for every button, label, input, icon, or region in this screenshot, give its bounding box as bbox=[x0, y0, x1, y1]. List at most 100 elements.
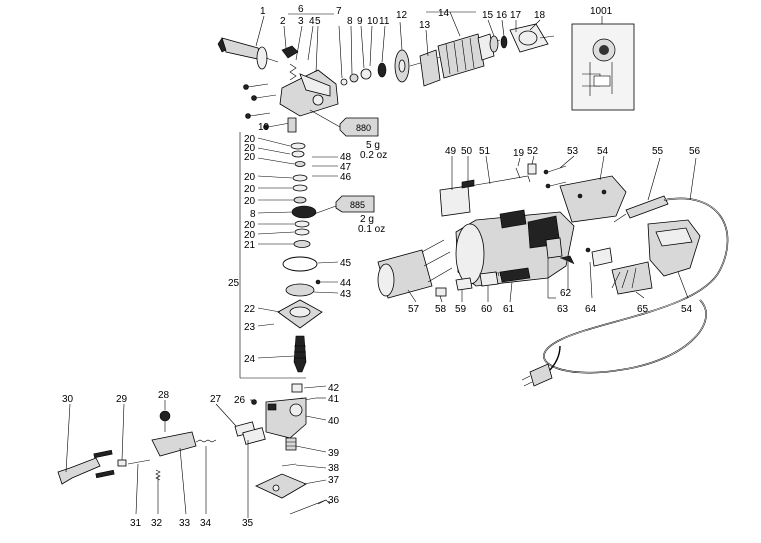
grease-880-imperial: 0.2 oz bbox=[360, 150, 387, 161]
callout-25: 25 bbox=[228, 278, 240, 289]
callout-46: 46 bbox=[340, 172, 352, 183]
callout-45: 45 bbox=[340, 258, 352, 269]
callout-19: 19 bbox=[258, 122, 270, 133]
callout-29: 29 bbox=[116, 394, 128, 405]
callout-39: 39 bbox=[328, 448, 340, 459]
callout-54-top: 54 bbox=[597, 146, 609, 157]
callout-53: 53 bbox=[567, 146, 579, 157]
lock-button bbox=[281, 45, 299, 59]
callout-23: 23 bbox=[244, 322, 256, 333]
callout-20-b: 20 bbox=[244, 143, 256, 154]
callout-14: 14 bbox=[438, 8, 450, 19]
callout-42: 42 bbox=[328, 383, 340, 394]
callout-63: 63 bbox=[557, 304, 569, 315]
gear-housing bbox=[279, 69, 339, 117]
callout-13: 13 bbox=[419, 20, 431, 31]
callout-50: 50 bbox=[461, 146, 473, 157]
callout-43: 43 bbox=[340, 289, 352, 300]
callout-55: 55 bbox=[652, 146, 664, 157]
callout-11: 11 bbox=[379, 16, 390, 27]
detail-1001-box bbox=[571, 23, 635, 111]
callout-5: 5 bbox=[315, 16, 321, 27]
callout-20-e: 20 bbox=[244, 184, 256, 195]
bearings-and-baffle bbox=[489, 23, 555, 53]
callout-30: 30 bbox=[62, 394, 74, 405]
callout-20-c: 20 bbox=[244, 152, 256, 163]
callout-44: 44 bbox=[340, 278, 352, 289]
callout-4: 4 bbox=[309, 16, 315, 27]
callout-37: 37 bbox=[328, 475, 340, 486]
grease-tube-885: 885 bbox=[335, 195, 375, 213]
callout-20-a: 20 bbox=[244, 134, 256, 145]
guard-leaders bbox=[65, 385, 327, 518]
callout-9: 9 bbox=[357, 16, 363, 27]
callout-19-right: 19 bbox=[513, 148, 525, 159]
callout-48: 48 bbox=[340, 152, 352, 163]
housing-screws bbox=[243, 83, 291, 130]
callout-28: 28 bbox=[158, 390, 170, 401]
callout-3: 3 bbox=[298, 16, 304, 27]
callout-34: 34 bbox=[200, 518, 212, 529]
callout-20-f: 20 bbox=[244, 196, 256, 207]
callout-40: 40 bbox=[328, 416, 340, 427]
callout-8: 8 bbox=[347, 16, 353, 27]
armature bbox=[409, 33, 501, 87]
callout-17: 17 bbox=[510, 10, 522, 21]
callout-6: 6 bbox=[298, 4, 304, 15]
callout-27: 27 bbox=[210, 394, 222, 405]
callout-33: 33 bbox=[179, 518, 191, 529]
callout-1: 1 bbox=[260, 6, 266, 17]
callout-20-d: 20 bbox=[244, 172, 256, 183]
grease-885-code: 885 bbox=[350, 200, 365, 210]
callout-52: 52 bbox=[527, 146, 539, 157]
grease-885-amount: 2 g bbox=[360, 214, 374, 225]
fan-disc bbox=[394, 49, 410, 83]
callout-51: 51 bbox=[479, 146, 491, 157]
callout-38: 38 bbox=[328, 463, 340, 474]
callout-31: 31 bbox=[130, 518, 142, 529]
callout-61: 61 bbox=[503, 304, 515, 315]
grease-885-imperial: 0.1 oz bbox=[358, 224, 385, 235]
callout-8-stack: 8 bbox=[250, 209, 256, 220]
callout-49: 49 bbox=[445, 146, 457, 157]
callout-54-bottom: 54 bbox=[681, 304, 693, 315]
callout-2: 2 bbox=[280, 16, 286, 27]
callout-41: 41 bbox=[328, 394, 340, 405]
callout-20-g: 20 bbox=[244, 220, 256, 231]
center-stack bbox=[277, 117, 323, 373]
callout-58: 58 bbox=[435, 304, 447, 315]
guard-assembly bbox=[57, 383, 331, 515]
callout-1001: 1001 bbox=[590, 6, 613, 17]
callout-62: 62 bbox=[560, 288, 572, 299]
callout-15: 15 bbox=[482, 10, 494, 21]
callout-21: 21 bbox=[244, 240, 256, 251]
callout-59: 59 bbox=[455, 304, 467, 315]
callout-57: 57 bbox=[408, 304, 420, 315]
callout-36: 36 bbox=[328, 495, 340, 506]
grease-880-amount: 5 g bbox=[366, 140, 380, 151]
callout-18: 18 bbox=[534, 10, 546, 21]
grease-tube-880: 880 bbox=[339, 117, 379, 137]
callout-12: 12 bbox=[396, 10, 408, 21]
callout-26: 26 bbox=[234, 395, 246, 406]
callout-20-h: 20 bbox=[244, 230, 256, 241]
callout-65: 65 bbox=[637, 304, 649, 315]
stack-leaders bbox=[257, 137, 339, 359]
side-handle bbox=[217, 37, 279, 70]
callout-35: 35 bbox=[242, 518, 254, 529]
callout-64: 64 bbox=[585, 304, 597, 315]
motor-housing-group: metabo bbox=[377, 163, 701, 299]
right-leaders bbox=[407, 155, 697, 303]
callout-56: 56 bbox=[689, 146, 701, 157]
callout-22: 22 bbox=[244, 304, 256, 315]
callout-47: 47 bbox=[340, 162, 352, 173]
grease-880-code: 880 bbox=[356, 123, 371, 133]
power-cable bbox=[521, 195, 729, 387]
callout-7: 7 bbox=[336, 6, 342, 17]
callout-10: 10 bbox=[367, 16, 379, 27]
callout-60: 60 bbox=[481, 304, 493, 315]
callout-24: 24 bbox=[244, 354, 256, 365]
top-washers bbox=[340, 62, 387, 86]
